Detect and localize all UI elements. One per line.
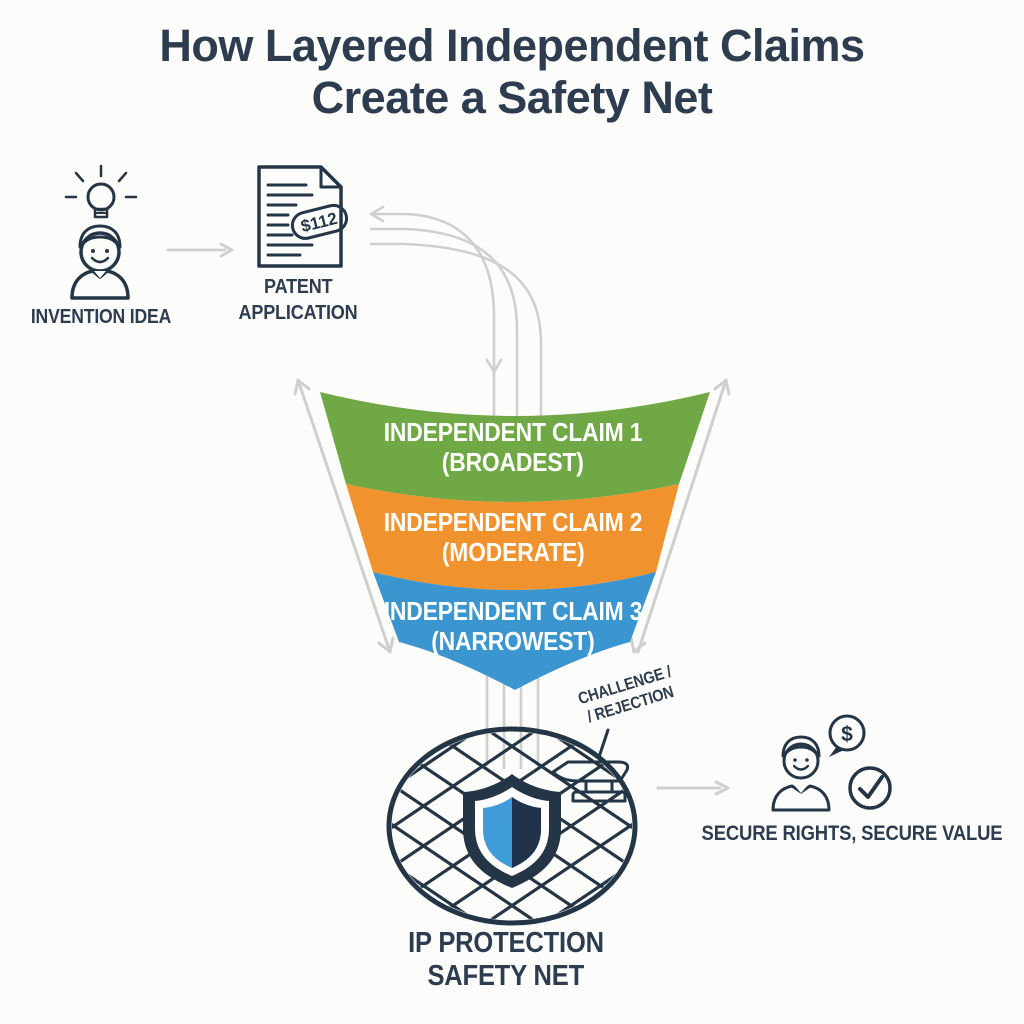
patent-document-icon: $112 [257,165,349,268]
claims-funnel [320,392,710,690]
ip-protection-safety-net-label: IP PROTECTION SAFETY NET [408,927,604,992]
title-line-2: Create a Safety Net [311,72,713,123]
net-outline [386,726,638,926]
lightbulb-icon [64,164,138,219]
outcome-person-icon [771,735,831,812]
patent-application-label: PATENT APPLICATION [238,275,358,324]
secure-rights-label: SECURE RIGHTS, SECURE VALUE [701,822,1003,845]
funnel-label-claim-2: INDEPENDENT CLAIM 2 (MODERATE) [383,507,643,567]
section-112-stamp: $112 [290,203,349,240]
main-title: How Layered Independent Claims Create a … [0,20,1024,124]
funnel-layer-1 [320,392,710,502]
svg-text:$: $ [841,723,853,746]
check-icon [848,766,892,810]
funnel-layer-2 [346,484,679,590]
net-to-outcome-arrow [656,780,730,796]
invention-to-patent-arrow [166,242,234,258]
application-to-funnel-arrows [369,205,543,448]
invention-person-icon [64,164,138,300]
funnel-label-claim-1: INDEPENDENT CLAIM 1 (BROADEST) [383,417,643,477]
funnel-layer-3 [373,572,656,690]
title-line-1: How Layered Independent Claims [159,20,865,71]
shield-icon [463,774,561,888]
dollar-bubble-icon: $ [828,714,866,757]
funnel-label-claim-3: INDEPENDENT CLAIM 3 (NARROWEST) [383,596,643,656]
funnel-breadth-arrows [293,378,731,654]
challenge-pointer-line [597,728,610,759]
anvil-icon [551,760,630,803]
invention-idea-label: INVENTION IDEA [30,306,172,328]
